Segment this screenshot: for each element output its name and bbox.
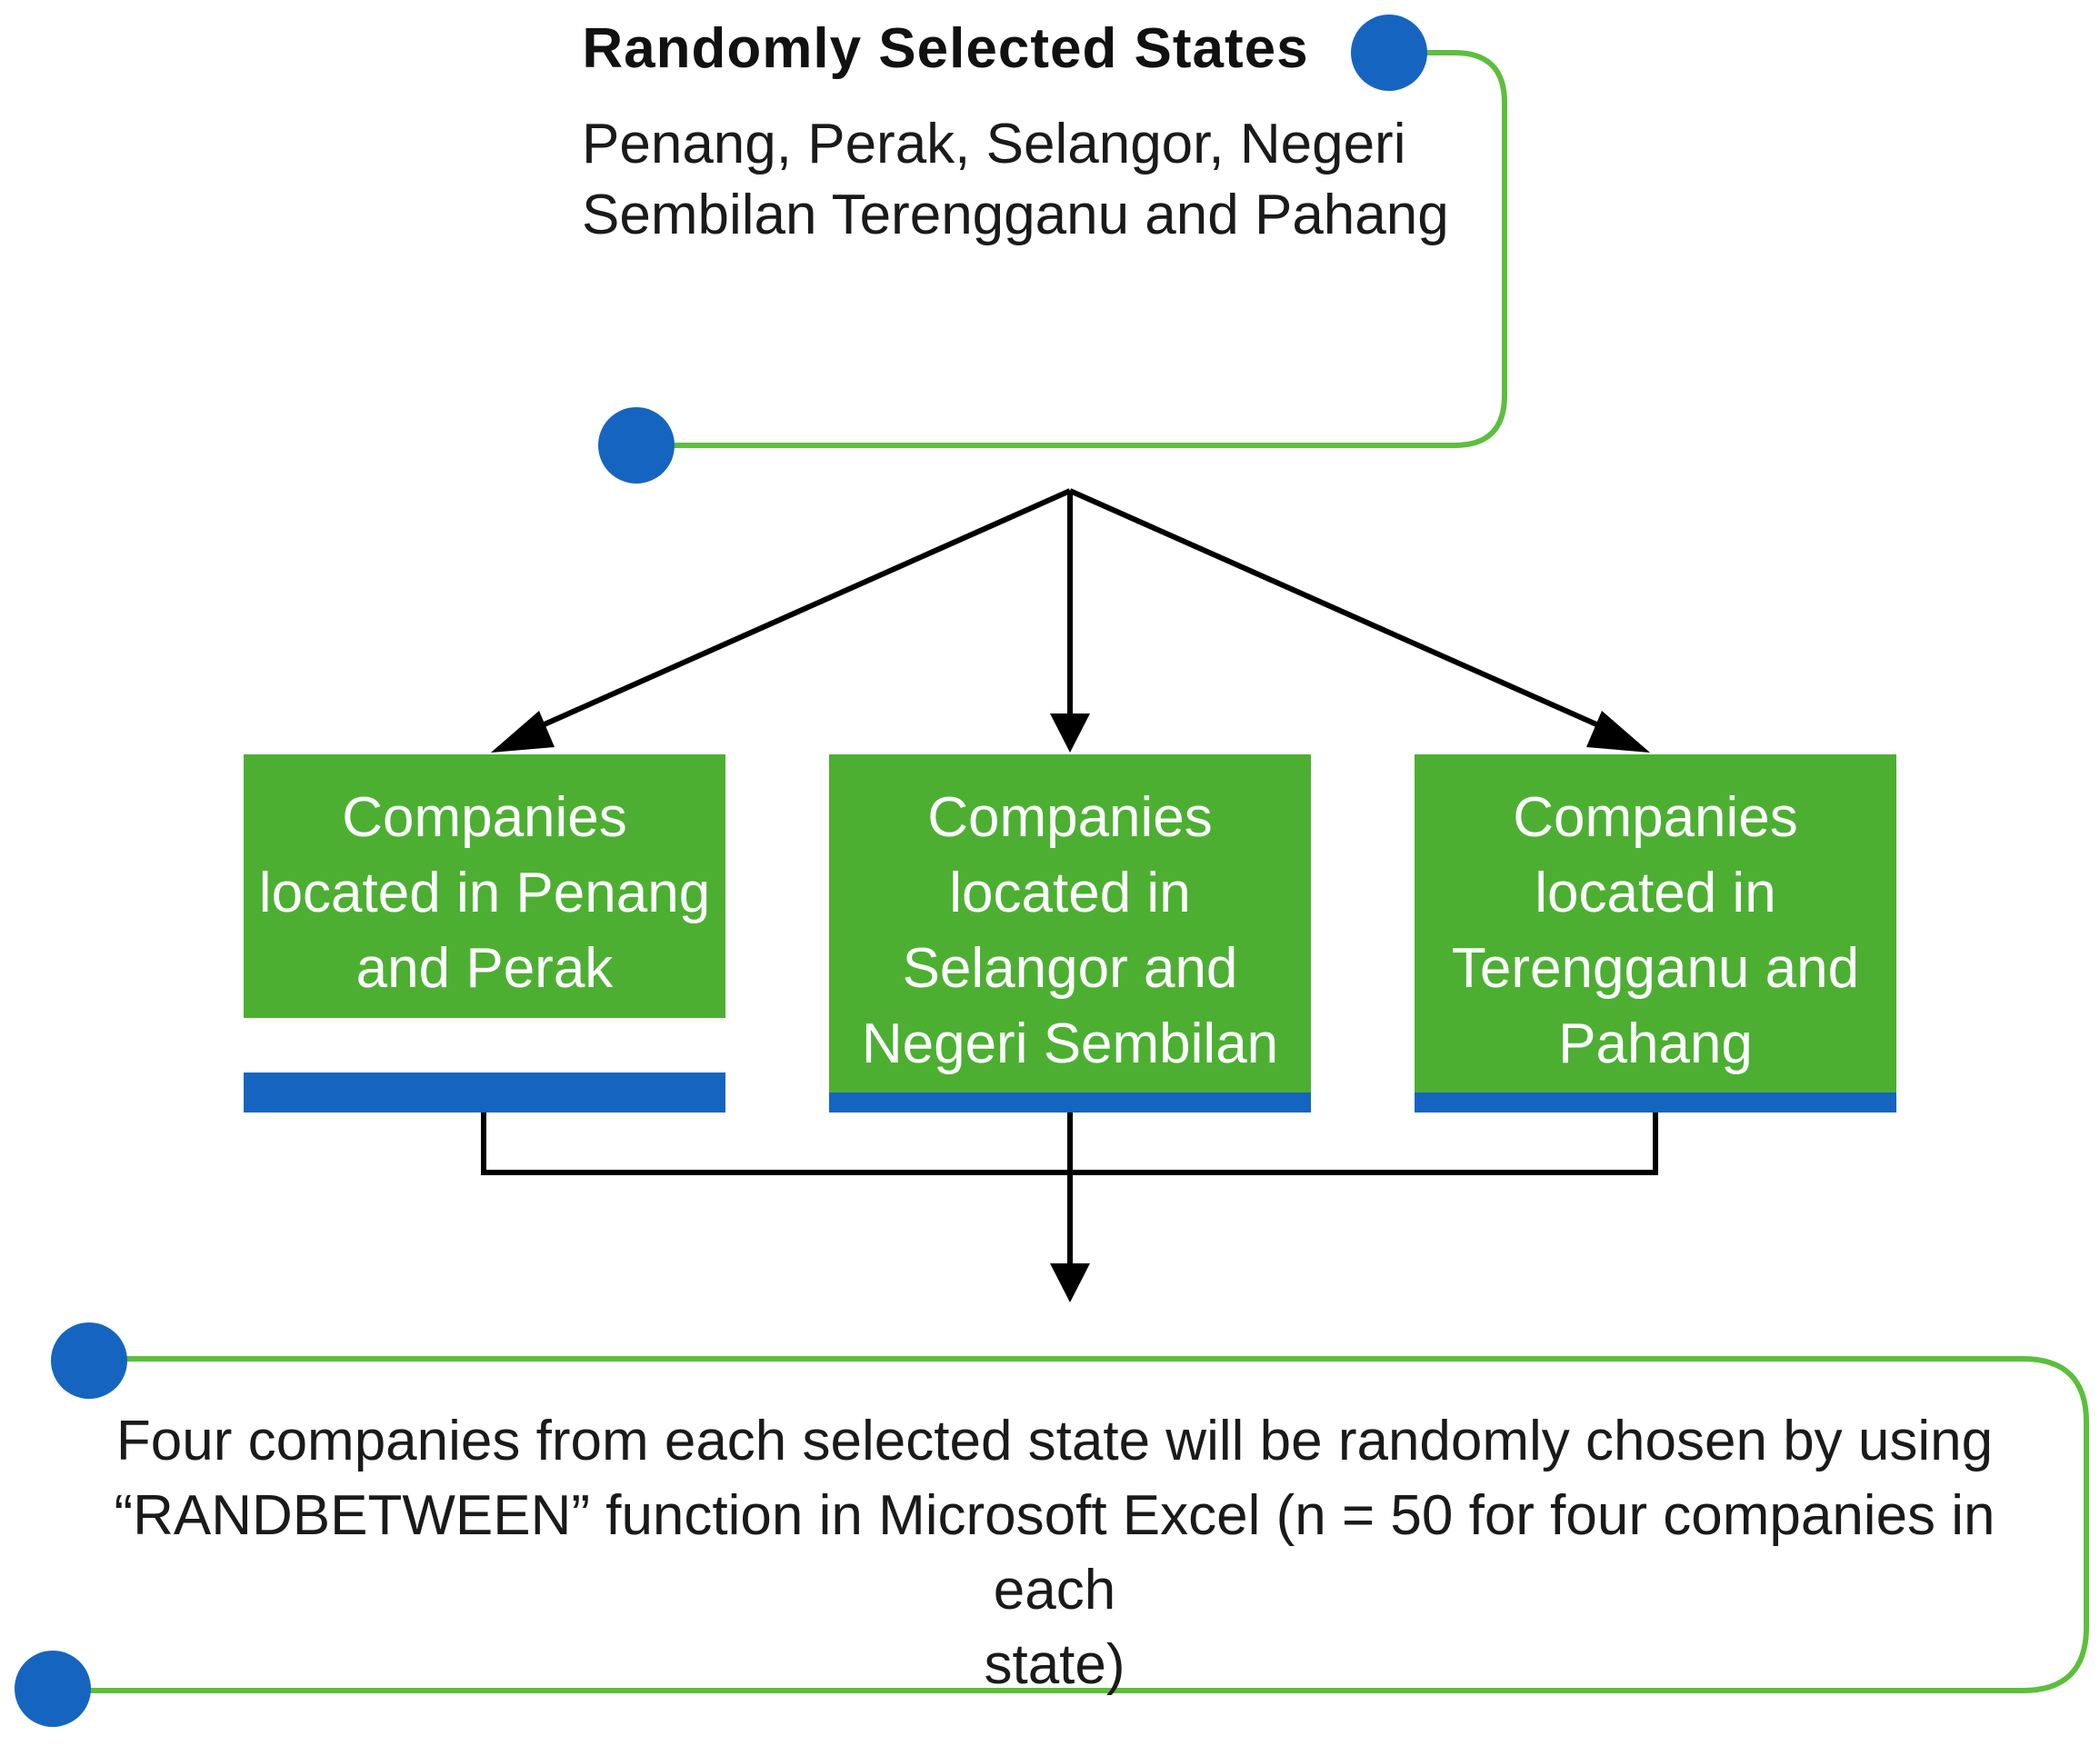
merge-lines	[481, 1112, 1658, 1268]
box-penang-perak-bar	[244, 1073, 725, 1112]
box-penang-perak: Companies located in Penang and Perak	[244, 754, 725, 1018]
box-selangor-negeri-sembilan: Companies located in Selangor and Negeri…	[829, 754, 1311, 1092]
split-arrows	[512, 488, 1629, 741]
arrowhead-box-1	[491, 711, 555, 753]
arrowhead-box-2	[1050, 713, 1090, 753]
box-terengganu-pahang-bar	[1415, 1092, 1896, 1112]
top-bracket-connector	[636, 50, 1507, 448]
states-title: Randomly Selected States	[582, 17, 1309, 80]
arrow-to-box-3	[1068, 488, 1629, 741]
arrowhead-box-3	[1586, 711, 1650, 753]
bottom-bracket-connector	[53, 1356, 2089, 1693]
bottom-bracket-dot-lower	[15, 1651, 91, 1727]
box-terengganu-pahang: Companies located in Terengganu and Paha…	[1415, 754, 1896, 1092]
top-bracket-dot-upper	[1351, 15, 1427, 91]
box-selangor-negeri-sembilan-bar	[829, 1092, 1311, 1112]
selection-method-text: Four companies from each selected state …	[114, 1410, 1995, 1696]
states-list: Penang, Perak, Selangor, Negeri Sembilan…	[582, 113, 1449, 246]
arrow-to-box-1	[512, 488, 1072, 741]
top-bracket-dot-lower	[598, 407, 675, 484]
arrowhead-merge	[1050, 1263, 1090, 1302]
bottom-bracket-dot-upper	[51, 1322, 127, 1399]
